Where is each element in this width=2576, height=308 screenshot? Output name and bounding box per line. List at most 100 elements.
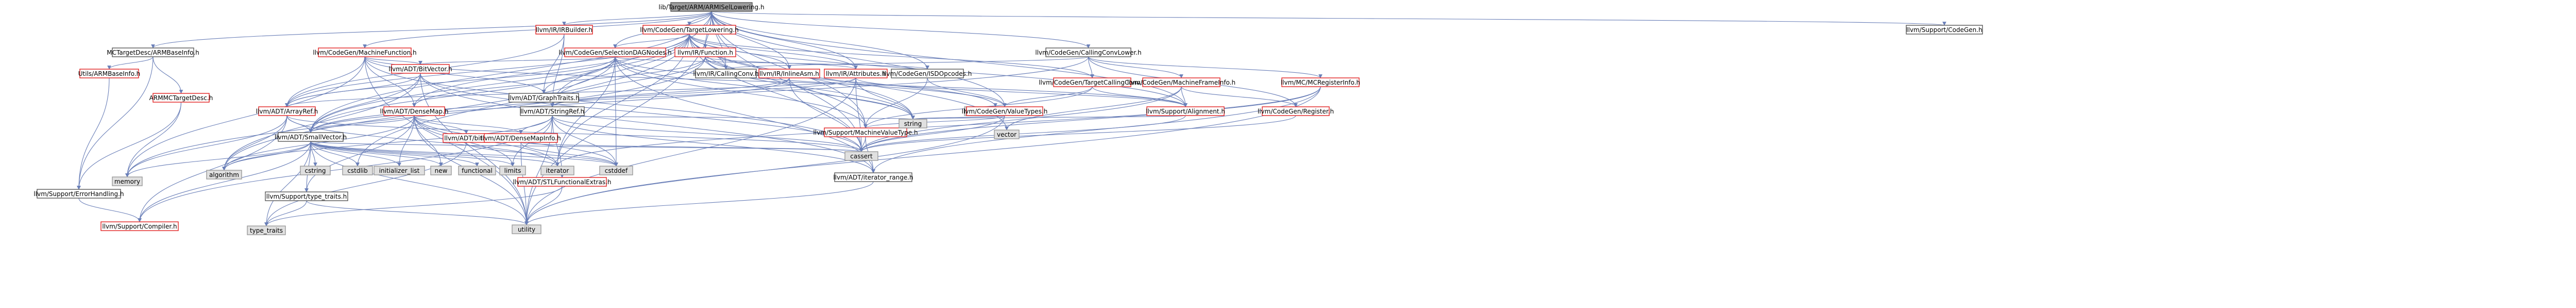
edge-small_vector-to-sys_memory: [125, 141, 311, 177]
node-label: llvm/Support/Compiler.h: [102, 223, 177, 230]
node-selection-dag-nodes[interactable]: llvm/CodeGen/SelectionDAGNodes.h: [558, 47, 672, 57]
edge-small_vector-to-sys_iterator: [310, 141, 560, 167]
node-small-vector[interactable]: llvm/ADT/SmallVector.h: [275, 132, 347, 142]
node-graph-traits[interactable]: llvm/ADT/GraphTraits.h: [508, 93, 580, 103]
node-adt-bit[interactable]: llvm/ADT/bit.h: [443, 133, 490, 143]
node-sys-initializer-list: initializer_list: [374, 166, 425, 175]
node-arm-base-info[interactable]: MCTargetDesc/ARMBaseInfo.h: [107, 47, 199, 57]
edge-small_vector-to-sys_utility: [310, 141, 529, 225]
node-calling-conv-lower[interactable]: llvm/CodeGen/CallingConvLower.h: [1035, 47, 1142, 57]
edge-small_vector-to-sys_initializer_list: [310, 141, 401, 167]
edge-calling_conv_lower-to-small_vector: [309, 56, 1089, 133]
node-sys-type-traits: type_traits: [247, 225, 286, 235]
edge-selection_dag_nodes-to-machine_value_type: [615, 56, 868, 128]
edge-ir_function-to-dense_map: [412, 56, 706, 107]
edge-ir_builder-to-graph_traits: [541, 34, 565, 94]
node-iterator-range[interactable]: llvm/ADT/iterator_range.h: [833, 172, 913, 182]
node-label: string: [904, 120, 922, 127]
edge-root-to-support_codegen: [711, 11, 1946, 26]
edge-machine_frame_info-to-sys_cassert: [859, 86, 1182, 152]
node-sys-limits: limits: [499, 166, 526, 175]
node-error-handling[interactable]: llvm/Support/ErrorHandling.h: [33, 189, 124, 199]
node-label: cstdlib: [347, 167, 367, 174]
node-label: llvm/ADT/BitVector.h: [388, 66, 452, 73]
node-bit-vector[interactable]: llvm/ADT/BitVector.h: [388, 64, 452, 74]
edge-calling_conv_lower-to-ir_calling_conv: [724, 56, 1089, 70]
node-label: type_traits: [250, 227, 283, 234]
node-utils-arm-base-info[interactable]: Utils/ARMBaseInfo.h: [78, 69, 141, 78]
node-root: lib/Target/ARM/ARMISelLowering.h: [658, 2, 765, 12]
node-label: llvm/CodeGen/MachineFrameInfo.h: [1127, 79, 1235, 86]
node-sys-cstdlib: cstdlib: [342, 166, 373, 175]
node-label: llvm/Support/type_traits.h: [266, 193, 347, 200]
edge-inline_asm-to-string_ref: [550, 77, 790, 107]
edge-stl_functional_extras-to-sys_type_traits: [264, 186, 563, 226]
edge-root-to-target_lowering: [687, 11, 712, 26]
edge-small_vector-to-sys_new: [310, 141, 443, 167]
edge-selection_dag_nodes-to-isd_opcodes: [615, 56, 929, 70]
node-dense-map-info[interactable]: llvm/ADT/DenseMapInfo.h: [481, 133, 561, 143]
node-label: vector: [997, 131, 1016, 138]
edge-calling_conv_lower-to-target_calling_conv: [1088, 56, 1094, 78]
node-label: utility: [518, 226, 535, 233]
node-codegen-register[interactable]: llvm/CodeGen/Register.h: [1258, 106, 1334, 116]
node-value-types[interactable]: llvm/CodeGen/ValueTypes.h: [962, 106, 1048, 116]
node-target-calling-conv[interactable]: llvm/CodeGen/TargetCallingConv.h: [1039, 77, 1146, 87]
node-isd-opcodes[interactable]: llvm/CodeGen/ISDOpcodes.h: [883, 69, 972, 78]
node-machine-function[interactable]: llvm/CodeGen/MachineFunction.h: [313, 47, 417, 57]
edge-ir_attributes-to-sys_string: [855, 77, 915, 120]
edge-adt_bit-to-sys_cstddef: [466, 142, 618, 167]
node-label: new: [435, 167, 448, 174]
node-label: llvm/ADT/GraphTraits.h: [508, 94, 580, 102]
node-ir-builder[interactable]: llvm/IR/IRBuilder.h: [535, 25, 593, 35]
node-label: cassert: [850, 153, 873, 160]
edge-bit_vector-to-small_vector: [309, 73, 421, 133]
node-machine-value-type[interactable]: llvm/Support/MachineValueType.h: [813, 127, 918, 137]
node-label: llvm/CodeGen/MachineFunction.h: [313, 49, 416, 56]
edge-dense_map_info-to-sys_cstddef: [520, 142, 618, 167]
node-mc-register-info[interactable]: llvm/MC/MCRegisterInfo.h: [1281, 77, 1360, 87]
node-stl-functional-extras[interactable]: llvm/ADT/STLFunctionalExtras.h: [513, 177, 612, 187]
node-label: llvm/CodeGen/TargetLowering.h: [640, 26, 739, 34]
edge-selection_dag_nodes-to-sys_iterator: [555, 56, 616, 167]
edge-arm_base_info-to-arm_mc_target_desc: [152, 56, 183, 94]
node-support-alignment[interactable]: llvm/Support/Alignment.h: [1146, 106, 1225, 116]
edge-ir_function-to-intrinsics_def: [705, 56, 997, 107]
edge-small_vector-to-sys_limits: [310, 141, 515, 167]
node-type-traits-h[interactable]: llvm/Support/type_traits.h: [265, 191, 348, 201]
node-sys-string: string: [899, 119, 927, 128]
node-label: llvm/CodeGen/Register.h: [1258, 108, 1334, 115]
edge-small_vector-to-sys_type_traits: [264, 141, 311, 226]
node-label: algorithm: [209, 171, 239, 179]
node-ir-attributes[interactable]: llvm/IR/Attributes.h: [824, 69, 888, 78]
node-label: llvm/Support/ErrorHandling.h: [33, 190, 124, 198]
edge-utils_arm_base_info-to-error_handling: [77, 77, 110, 190]
edge-selection_dag_nodes-to-small_vector: [309, 56, 616, 133]
edge-ir_function-to-sys_string: [705, 56, 915, 120]
edge-machine_function-to-bit_vector: [364, 56, 422, 65]
edge-machine_frame_info-to-support_alignment: [1181, 86, 1188, 107]
edge-iterator_range-to-sys_utility: [524, 181, 874, 225]
node-ir-calling-conv[interactable]: llvm/IR/CallingConv.h: [693, 69, 759, 78]
node-support-codegen[interactable]: llvm/Support/CodeGen.h: [1906, 25, 1983, 35]
edge-target_lowering-to-small_vector: [309, 34, 690, 133]
node-machine-frame-info[interactable]: llvm/CodeGen/MachineFrameInfo.h: [1127, 77, 1235, 87]
edge-ir_function-to-sys_memory: [125, 56, 706, 177]
node-arm-mc-target-desc[interactable]: ARMMCTargetDesc.h: [149, 93, 213, 103]
node-sys-cstddef: cstddef: [599, 166, 633, 175]
edge-support_alignment-to-sys_cassert: [859, 115, 1186, 152]
edge-ir_attributes-to-sys_cassert: [855, 77, 863, 152]
node-string-ref[interactable]: llvm/ADT/StringRef.h: [520, 106, 585, 116]
node-array-ref[interactable]: llvm/ADT/ArrayRef.h: [256, 106, 318, 116]
node-inline-asm[interactable]: llvm/IR/InlineAsm.h: [758, 69, 820, 78]
edge-small_vector-to-sys_cstdlib: [310, 141, 360, 167]
node-label: Utils/ARMBaseInfo.h: [78, 70, 141, 77]
node-ir-function[interactable]: llvm/IR/Function.h: [674, 47, 736, 57]
node-dense-map[interactable]: llvm/ADT/DenseMap.h: [380, 106, 449, 116]
edge-calling_conv_lower-to-mc_register_info: [1088, 56, 1323, 78]
node-target-lowering[interactable]: llvm/CodeGen/TargetLowering.h: [640, 25, 739, 35]
node-support-compiler[interactable]: llvm/Support/Compiler.h: [100, 221, 179, 231]
edge-arm_base_info-to-utils_arm_base_info: [107, 56, 154, 70]
node-label: llvm/IR/Attributes.h: [826, 70, 886, 77]
node-label: llvm/ADT/SmallVector.h: [275, 134, 347, 141]
